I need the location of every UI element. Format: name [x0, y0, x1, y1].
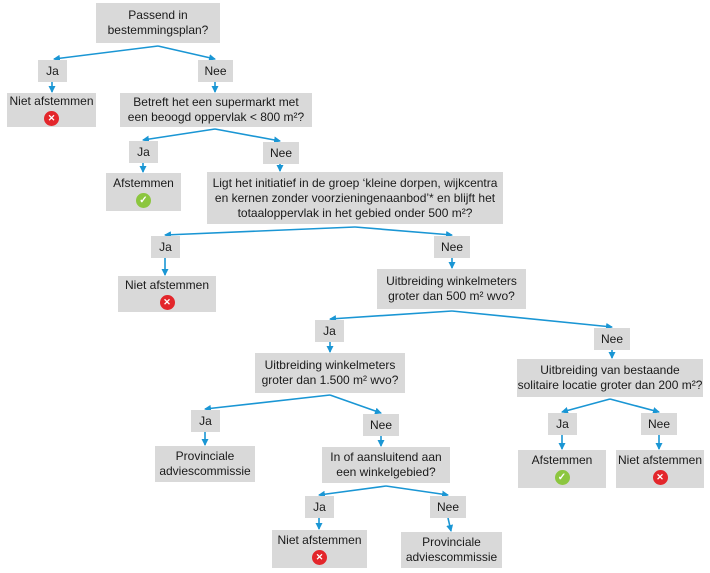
- label-ja: Ja: [129, 141, 158, 163]
- connector-arrow: [446, 517, 454, 532]
- connector-arrow: [318, 485, 387, 498]
- outcome-afstemmen: Afstemmen: [518, 450, 606, 488]
- connector-arrow: [451, 310, 613, 330]
- outcome-provinciale-adviescommissie: Provinciale adviescommissie: [401, 532, 502, 568]
- label-ja: Ja: [305, 496, 334, 518]
- question-text: Uitbreiding winkelmeters groter dan 500 …: [386, 274, 517, 303]
- connector-arrow: [164, 226, 356, 239]
- outcome-niet-afstemmen: Niet afstemmen: [7, 93, 96, 127]
- connector-arrow: [609, 398, 660, 414]
- label-nee: Nee: [594, 328, 630, 350]
- connector-arrow: [53, 45, 159, 62]
- question-text: In of aansluitend aan een winkelgebied?: [330, 450, 442, 479]
- connector-arrow: [142, 128, 216, 143]
- label-nee: Nee: [198, 60, 233, 82]
- question-supermarkt: Betreft het een supermarkt met een beoog…: [120, 93, 312, 127]
- check-icon: [554, 470, 570, 485]
- label-nee: Nee: [641, 413, 677, 435]
- question-solitaire-locatie: Uitbreiding van bestaande solitaire loca…: [517, 359, 703, 397]
- outcome-afstemmen: Afstemmen: [106, 173, 181, 211]
- question-uitbreiding-500: Uitbreiding winkelmeters groter dan 500 …: [377, 269, 526, 309]
- question-text: Betreft het een supermarkt met een beoog…: [127, 95, 305, 124]
- question-uitbreiding-1500: Uitbreiding winkelmeters groter dan 1.50…: [255, 353, 405, 393]
- label-ja: Ja: [548, 413, 577, 435]
- connector-arrow: [204, 394, 331, 412]
- connector-arrow: [329, 394, 382, 415]
- cross-icon: [312, 550, 327, 565]
- label-ja: Ja: [151, 236, 180, 258]
- question-text: Passend in bestemmingsplan?: [107, 8, 209, 37]
- label-nee: Nee: [363, 414, 399, 436]
- outcome-niet-afstemmen: Niet afstemmen: [616, 450, 704, 488]
- label-nee: Nee: [263, 142, 299, 164]
- label-ja: Ja: [315, 320, 344, 342]
- question-kleine-dorpen: Ligt het initiatief in de groep ‘kleine …: [207, 172, 503, 224]
- cross-icon: [159, 295, 175, 310]
- outcome-niet-afstemmen: Niet afstemmen: [118, 276, 216, 312]
- question-text: Uitbreiding winkelmeters groter dan 1.50…: [261, 358, 399, 387]
- connector-arrow: [157, 45, 216, 62]
- question-text: Ligt het initiatief in de groep ‘kleine …: [212, 175, 498, 220]
- outcome-niet-afstemmen: Niet afstemmen: [272, 530, 367, 568]
- label-nee: Nee: [430, 496, 466, 518]
- connector-arrow: [385, 485, 449, 498]
- cross-icon: [44, 111, 59, 126]
- check-icon: [136, 193, 151, 208]
- question-bestemmingsplan: Passend in bestemmingsplan?: [96, 3, 220, 43]
- label-nee: Nee: [434, 236, 470, 258]
- question-winkelgebied: In of aansluitend aan een winkelgebied?: [322, 447, 450, 483]
- label-ja: Ja: [191, 410, 220, 432]
- question-text: Uitbreiding van bestaande solitaire loca…: [517, 363, 703, 392]
- label-ja: Ja: [38, 60, 67, 82]
- outcome-provinciale-adviescommissie: Provinciale adviescommissie: [155, 446, 255, 482]
- connector-arrow: [354, 226, 453, 238]
- cross-icon: [652, 470, 668, 485]
- connector-arrow: [329, 310, 453, 323]
- connector-arrow: [214, 128, 281, 144]
- connector-arrow: [561, 398, 611, 414]
